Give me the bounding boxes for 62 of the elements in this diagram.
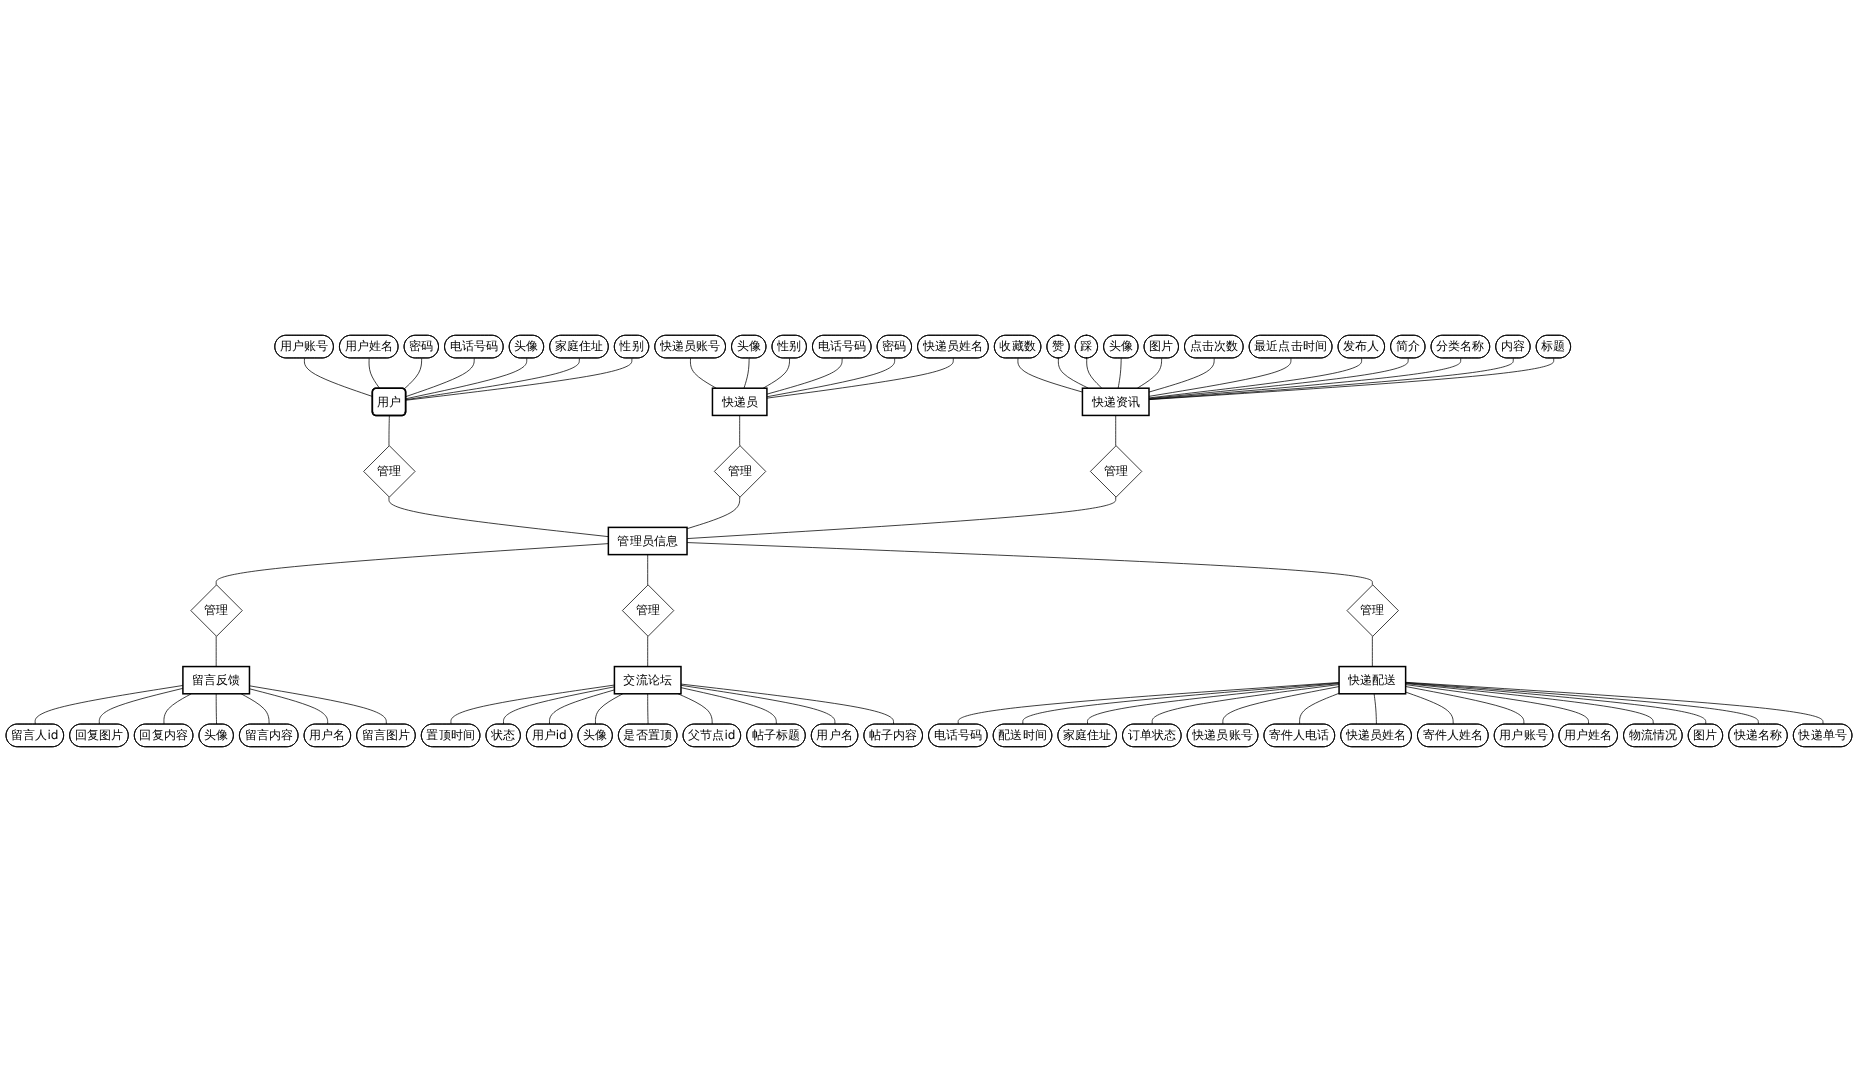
connector (405, 357, 580, 401)
connector (1405, 684, 1589, 725)
connector (686, 542, 1373, 586)
connector (1405, 683, 1654, 725)
connector (957, 682, 1340, 725)
connector (304, 357, 374, 397)
connector (388, 415, 390, 447)
connector (1222, 686, 1340, 725)
connector (249, 688, 329, 725)
connector (686, 496, 741, 530)
connector (1136, 357, 1163, 389)
connector (1148, 357, 1409, 399)
connector (762, 357, 790, 389)
connector (647, 554, 649, 586)
connector (388, 496, 609, 537)
connector (1086, 357, 1103, 389)
connector (1115, 415, 1117, 447)
connector (677, 693, 713, 725)
connector (368, 357, 381, 389)
connector (680, 683, 894, 725)
connector (503, 686, 615, 725)
connector (1148, 357, 1292, 397)
connector (1022, 682, 1340, 725)
connector (1148, 357, 1215, 393)
connector (450, 684, 615, 725)
connector (98, 687, 184, 725)
connector (405, 357, 475, 397)
connector (690, 357, 717, 389)
connector (1405, 691, 1454, 725)
connector (240, 693, 270, 725)
connector (766, 357, 843, 395)
connector (1117, 357, 1122, 389)
connector (766, 357, 896, 398)
connector (1405, 686, 1525, 725)
connector (686, 496, 1117, 539)
connector (680, 687, 777, 725)
connector (1299, 692, 1340, 725)
connector (1148, 357, 1363, 399)
connector (405, 357, 633, 401)
connector (215, 635, 217, 667)
connector (647, 693, 649, 725)
connector (1405, 681, 1824, 725)
connector (743, 357, 750, 389)
connector (403, 357, 423, 390)
connector (1087, 683, 1340, 725)
connector (34, 685, 184, 725)
connector (249, 685, 387, 725)
connector (549, 689, 615, 725)
connector (1371, 635, 1373, 667)
connector (647, 635, 649, 667)
connector (1017, 357, 1083, 393)
connector (739, 415, 741, 447)
connector (680, 684, 836, 725)
connector (163, 693, 192, 725)
connector (1057, 357, 1089, 389)
connector (1373, 693, 1377, 725)
connector (1151, 684, 1340, 725)
connector (215, 693, 217, 725)
connector (595, 693, 624, 725)
connector (766, 357, 954, 399)
connector (215, 543, 609, 586)
connector (405, 357, 528, 400)
